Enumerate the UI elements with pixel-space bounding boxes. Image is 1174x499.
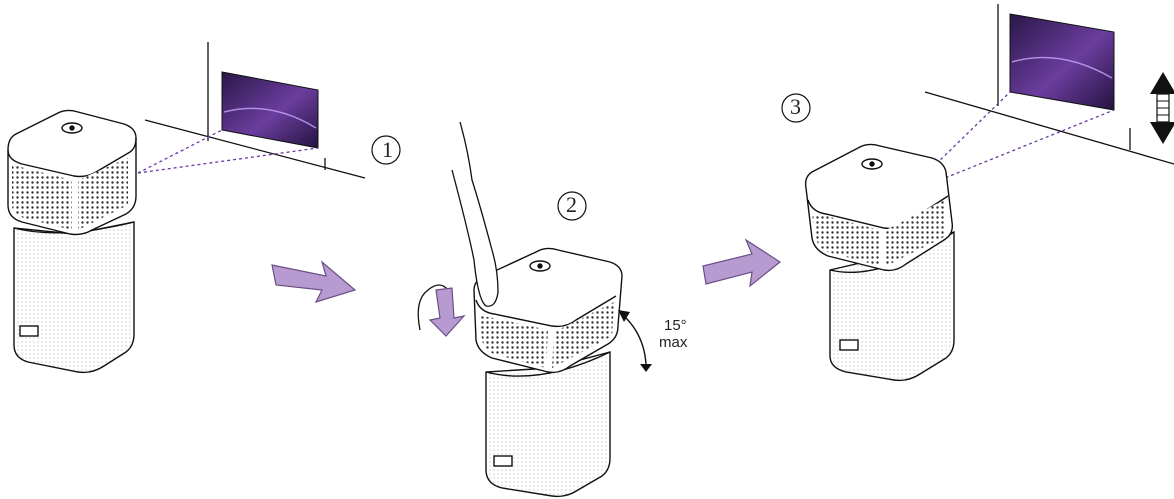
projected-screen-3 xyxy=(1010,14,1114,110)
panel-step-1: 1 xyxy=(8,42,400,372)
panel-step-2: 15° max 2 xyxy=(418,122,688,496)
tilt-max-label: max xyxy=(659,334,688,351)
next-step-arrow-2-icon xyxy=(703,240,780,286)
step-2-number: 2 xyxy=(566,192,577,217)
projector-1 xyxy=(8,110,136,372)
next-step-arrow-icon xyxy=(272,262,355,302)
step-3-number: 3 xyxy=(790,94,801,119)
finger-icon xyxy=(418,122,498,330)
projected-screen-1 xyxy=(222,72,318,148)
height-adjust-arrow-icon xyxy=(1150,72,1174,144)
tilt-angle-label: 15° xyxy=(664,317,687,334)
tilt-arrow-icon xyxy=(618,310,652,372)
panel-step-3: 3 xyxy=(782,4,1174,380)
projector-3 xyxy=(806,144,954,380)
step-1-number: 1 xyxy=(382,137,393,162)
